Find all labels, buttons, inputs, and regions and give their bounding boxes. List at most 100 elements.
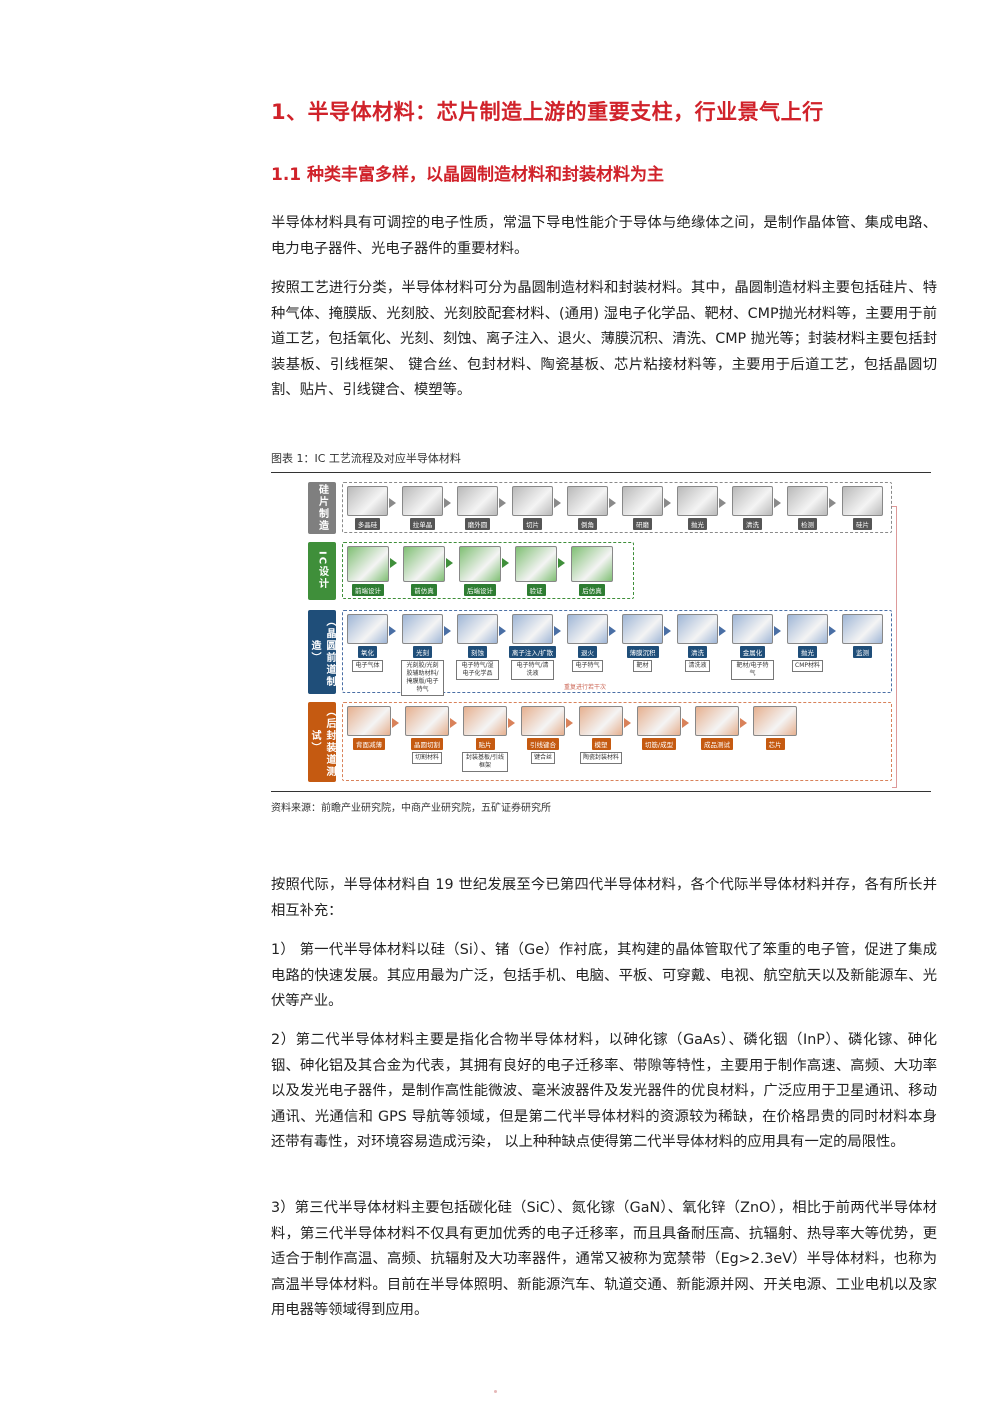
- step-material: 电子特气: [572, 660, 603, 672]
- step-image: [571, 546, 613, 582]
- figure-bottom-rule: [271, 791, 931, 792]
- step-image: [457, 614, 498, 644]
- row-connector: [892, 506, 897, 788]
- process-step: 成品测试: [694, 706, 740, 750]
- figure-top-rule: [271, 472, 931, 473]
- step-label: 模塑: [591, 738, 611, 750]
- process-step: 拉单晶: [401, 486, 444, 530]
- process-step: 研磨: [621, 486, 664, 530]
- step-image: [787, 614, 828, 644]
- paragraph-generations-intro: 按照代际，半导体材料自 19 世纪发展至今已第四代半导体材料，各个代际半导体材料…: [271, 877, 937, 919]
- step-image: [677, 614, 718, 644]
- row-label-3: （后封装道测试）: [308, 702, 336, 782]
- step-label: 氧化: [358, 646, 377, 658]
- process-step: 金属化靶材/电子特气: [731, 614, 774, 680]
- step-image: [347, 706, 391, 736]
- row-box-1: [342, 542, 634, 599]
- process-step: 倒角: [566, 486, 609, 530]
- paragraph-third-generation: 3）第三代半导体材料主要包括碳化硅（SiC）、氮化镓（GaN）、氧化锌（ZnO）…: [271, 1200, 937, 1318]
- step-material: 电子特气/湿电子化学品: [456, 660, 499, 680]
- row-label-2: （晶圆前道制造）: [308, 610, 336, 694]
- step-label: 清洗: [743, 518, 762, 530]
- step-image: [463, 706, 507, 736]
- process-step: 切片: [511, 486, 554, 530]
- flow-arrow: [450, 718, 457, 728]
- step-image: [347, 486, 388, 516]
- step-image: [347, 614, 388, 644]
- row-box-0: [342, 482, 892, 533]
- step-label: 晶圆切割: [411, 738, 443, 750]
- process-step: 前端设计: [346, 546, 390, 596]
- step-label: 贴片: [475, 738, 495, 750]
- step-label: 磨外圆: [464, 518, 491, 530]
- process-step: 光刻光刻胶/光刻胶辅助材料/掩膜版/电子特气: [401, 614, 444, 696]
- flow-arrow: [390, 558, 397, 568]
- process-step: 离子注入/扩散电子特气/清洗液: [508, 614, 557, 680]
- step-image: [567, 614, 608, 644]
- process-step: 监测: [841, 614, 884, 658]
- process-step: 检测: [786, 486, 829, 530]
- flow-arrow: [389, 626, 396, 636]
- step-label: 离子注入/扩散: [508, 646, 557, 658]
- process-step: 清洗清洗液: [676, 614, 719, 672]
- step-image: [512, 614, 553, 644]
- step-image: [403, 546, 445, 582]
- process-step: 背面减薄: [346, 706, 392, 750]
- step-image: [402, 486, 443, 516]
- step-material: 切割材料: [411, 752, 442, 764]
- flow-arrow: [774, 498, 781, 508]
- step-label: 后端设计: [464, 584, 496, 596]
- step-material: 陶瓷封装材料: [579, 752, 622, 764]
- process-step: 多晶硅: [346, 486, 389, 530]
- step-label: 监测: [853, 646, 872, 658]
- process-step: 退火电子特气: [566, 614, 609, 672]
- step-label: 前端设计: [352, 584, 384, 596]
- process-step: 贴片封装基板/引线框架: [462, 706, 508, 772]
- process-step: 引线键合键合丝: [520, 706, 566, 764]
- flow-arrow: [774, 626, 781, 636]
- step-label: 成品测试: [701, 738, 733, 750]
- step-image: [402, 614, 443, 644]
- step-label: 硅片: [853, 518, 872, 530]
- step-label: 研磨: [633, 518, 652, 530]
- step-label: 后仿真: [579, 584, 605, 596]
- process-step: 切筋/成型: [636, 706, 682, 750]
- step-label: 清洗: [688, 646, 707, 658]
- step-material: 键合丝: [530, 752, 555, 764]
- flow-arrow: [502, 558, 509, 568]
- subsection-heading: 1.1 种类丰富多样，以晶圆制造材料和封装材料为主: [271, 165, 665, 185]
- step-image: [637, 706, 681, 736]
- step-image: [521, 706, 565, 736]
- flow-arrow: [392, 718, 399, 728]
- process-step: 刻蚀电子特气/湿电子化学品: [456, 614, 499, 680]
- flow-arrow: [664, 626, 671, 636]
- flow-arrow: [740, 718, 747, 728]
- step-image: [842, 614, 883, 644]
- step-image: [459, 546, 501, 582]
- step-material: 光刻胶/光刻胶辅助材料/掩膜版/电子特气: [401, 660, 444, 696]
- step-image: [842, 486, 883, 516]
- step-label: 光刻: [413, 646, 432, 658]
- step-image: [567, 486, 608, 516]
- repeat-note: 重复进行若干次: [564, 684, 607, 691]
- step-image: [787, 486, 828, 516]
- process-step: 验证: [514, 546, 558, 596]
- step-label: 芯片: [765, 738, 785, 750]
- process-step: 氧化电子气体: [346, 614, 389, 672]
- step-material: 电子特气/清洗液: [511, 660, 554, 680]
- step-label: 切筋/成型: [641, 738, 677, 750]
- flow-arrow: [444, 626, 451, 636]
- flow-arrow: [508, 718, 515, 728]
- flow-arrow: [719, 626, 726, 636]
- step-label: 抛光: [688, 518, 707, 530]
- step-label: 退火: [578, 646, 597, 658]
- section-heading: 1、半导体材料：芯片制造上游的重要支柱，行业景气上行: [271, 100, 824, 124]
- process-step: 清洗: [731, 486, 774, 530]
- flow-arrow: [554, 626, 561, 636]
- step-label: 背面减薄: [353, 738, 385, 750]
- step-label: 引线键合: [527, 738, 559, 750]
- figure-title: 图表 1：IC 工艺流程及对应半导体材料: [271, 452, 461, 465]
- step-label: 倒角: [578, 518, 597, 530]
- flow-arrow: [499, 626, 506, 636]
